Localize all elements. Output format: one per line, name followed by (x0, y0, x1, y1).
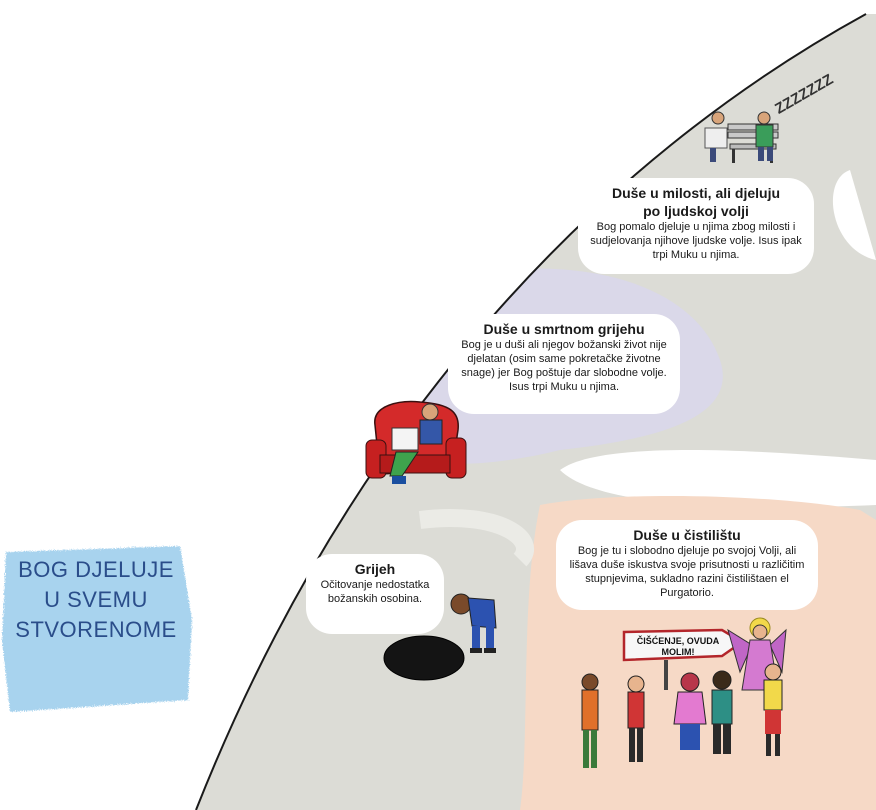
purgatory-title: Duše u čistilištu (633, 527, 741, 543)
mortal-sin-title: Duše u smrtnom grijehu (483, 321, 645, 337)
soul-figure (763, 663, 783, 756)
sign-text-line: MOLIM! (661, 647, 695, 657)
grace-title: Duše u milosti, ali djeluju (611, 185, 781, 201)
grace-body: Bog pomalo djeluje u njima zbog milosti … (590, 221, 802, 261)
sign-text: ČIŠĆENJE, OVUDA MOLIM! (630, 636, 726, 658)
main-title-line: U SVEMU (44, 587, 148, 612)
soul-figure (711, 670, 733, 754)
title-background (2, 546, 192, 712)
soul-figure (627, 675, 645, 762)
soul-figure (581, 673, 599, 768)
soul-figure (673, 672, 707, 750)
white-gap-upper (832, 170, 876, 260)
main-title-line: BOG DJELUJE (18, 557, 174, 582)
black-hole (383, 635, 465, 681)
grace-bubble: Duše u milosti, ali djeluju po ljudskoj … (578, 178, 814, 274)
sin-body: Očitovanje nedostatka božanskih osobina. (320, 579, 430, 605)
white-gap-middle (560, 450, 876, 508)
sin-bubble: Grijeh Očitovanje nedostatka božanskih o… (306, 554, 444, 634)
sin-title: Grijeh (354, 561, 396, 577)
purgatory-sign (622, 628, 745, 690)
sign-text-line: ČIŠĆENJE, OVUDA (636, 636, 720, 646)
purgatory-bubble: Duše u čistilištu Bog je tu i slobodno d… (556, 520, 818, 610)
purgatory-body: Bog je tu i slobodno djeluje po svojoj V… (569, 545, 805, 599)
main-title-line: STVORENOME (15, 617, 177, 642)
purgatory-souls (581, 663, 783, 768)
grace-title-cont: po ljudskoj volji (643, 203, 749, 219)
bench-scene (704, 111, 779, 163)
shading-streak (418, 509, 534, 567)
bowing-person (450, 593, 497, 653)
main-title: BOG DJELUJE U SVEMU STVORENOME (2, 555, 190, 645)
armchair-reader (365, 400, 467, 484)
mortal-sin-body: Bog je u duši ali njegov božanski život … (461, 339, 667, 393)
mortal-sin-bubble: Duše u smrtnom grijehu Bog je u duši ali… (448, 314, 680, 414)
